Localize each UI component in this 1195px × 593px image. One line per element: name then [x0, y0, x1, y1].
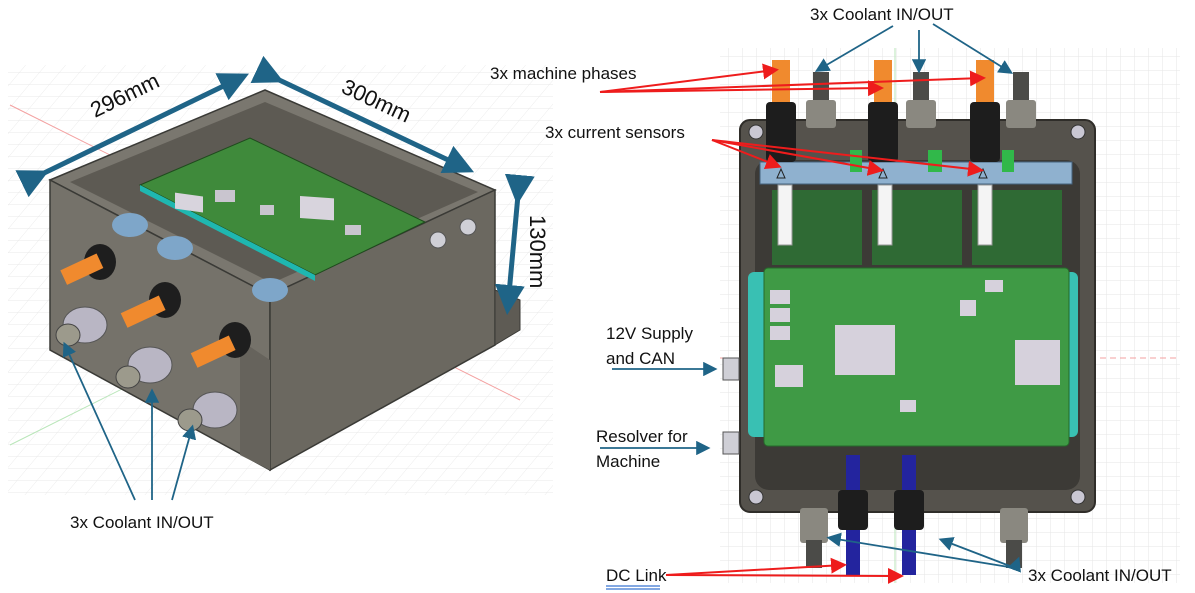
phase-conductor — [60, 253, 104, 285]
depth-dimension-arrow — [250, 55, 475, 173]
pcb-component — [215, 190, 235, 202]
mounting-hole — [748, 489, 764, 505]
phase-conductor — [772, 60, 790, 105]
coolant-nipple — [115, 365, 141, 389]
coolant-label-top: 3x Coolant IN/OUT — [810, 5, 954, 24]
pcb-component — [345, 225, 361, 235]
housing-rib — [240, 340, 270, 470]
pcb-component — [775, 365, 803, 387]
resolver-label-line1: Resolver for — [596, 427, 688, 446]
pcb-component — [175, 192, 203, 213]
sensor-callout-arrow — [711, 139, 884, 176]
resolver-label-line2: Machine — [596, 452, 660, 471]
coolant-label-left: 3x Coolant IN/OUT — [70, 513, 214, 532]
phase-busbar — [877, 184, 893, 246]
coolant-body — [1006, 100, 1036, 128]
width-dimension-arrow — [15, 73, 249, 198]
coolant-nipple — [913, 72, 929, 102]
control-pcb — [748, 267, 1078, 447]
pcb-component — [835, 325, 895, 375]
phase-conductor — [190, 335, 236, 368]
pcb-component — [770, 290, 790, 304]
coolant-callout-arrow — [814, 25, 894, 72]
top-view: 3x Coolant IN/OUT 3x machine phases 3x c… — [490, 5, 1180, 590]
y-axis-line — [9, 379, 141, 446]
coolant-callout-arrow — [1007, 556, 1021, 573]
coolant-fittings-3d — [55, 306, 238, 432]
coolant-body — [800, 508, 828, 543]
coolant-nipple — [806, 540, 822, 568]
pcb-component — [1015, 340, 1060, 385]
current-sensor-3d — [112, 213, 148, 237]
coolant-fittings-top — [806, 72, 1036, 128]
dc-link-label: DC Link — [606, 566, 667, 585]
pcb-component — [260, 205, 274, 215]
dc-link-callout-arrow — [665, 557, 847, 576]
cable-gland — [868, 102, 898, 162]
height-dimension-arrow — [494, 173, 535, 315]
current-sensor-3d — [252, 278, 288, 302]
sensor-callout-arrow — [711, 139, 782, 170]
coolant-callout-arrow — [171, 424, 197, 501]
pcb-component — [900, 400, 916, 412]
coolant-body — [906, 100, 936, 128]
coolant-nipple — [1013, 72, 1029, 102]
cable-gland — [838, 490, 868, 530]
mounting-hole — [748, 124, 764, 140]
mounting-hole — [1070, 489, 1086, 505]
phase-terminals-3d — [60, 244, 251, 368]
side-connector-3d — [459, 218, 477, 236]
phase-conductor — [120, 295, 166, 328]
phase-conductor — [976, 60, 994, 105]
current-sensor-marker — [776, 167, 786, 179]
pcb-connector — [850, 150, 862, 172]
coolant-nipple — [813, 72, 829, 102]
coolant-body — [1000, 508, 1028, 543]
coolant-nipple — [177, 408, 203, 432]
coolant-callout-arrow — [932, 23, 1014, 74]
pcb-component — [770, 326, 790, 340]
phase-busbar — [977, 184, 993, 246]
phase-callout-arrow — [599, 63, 779, 93]
resolver-connector — [722, 431, 740, 455]
machine-phases-label: 3x machine phases — [490, 64, 636, 83]
supply-label-line2: and CAN — [606, 349, 675, 368]
coolant-callout-arrow — [826, 532, 1016, 569]
coolant-body — [806, 100, 836, 128]
current-sensor-3d — [157, 236, 193, 260]
pcb-component — [960, 300, 976, 316]
mounting-hole — [1070, 124, 1086, 140]
side-connector-3d — [429, 231, 447, 249]
pcb-connector — [928, 150, 942, 172]
coolant-callout-arrow — [62, 341, 136, 501]
pcb-component — [300, 195, 334, 221]
pcb-connector — [1002, 150, 1014, 172]
current-sensors-label: 3x current sensors — [545, 123, 685, 142]
phase-callout-arrow — [599, 80, 884, 97]
cable-gland — [894, 490, 924, 530]
dc-link-callout-arrow — [665, 567, 904, 584]
pcb-component — [985, 280, 1003, 292]
coolant-nipple — [55, 323, 81, 347]
height-dimension-label: 130mm — [525, 215, 550, 288]
coolant-callout-arrow — [938, 537, 1016, 569]
supply-label-line1: 12V Supply — [606, 324, 693, 343]
cable-gland — [970, 102, 1000, 162]
coolant-label-bottom: 3x Coolant IN/OUT — [1028, 566, 1172, 585]
pcb-component — [770, 308, 790, 322]
phase-busbar — [777, 184, 793, 246]
phase-callout-arrow — [599, 70, 986, 93]
isometric-view: 296mm 300mm 130mm 3x Coolant IN/OUT — [8, 55, 553, 532]
coolant-nipple — [1006, 540, 1022, 568]
pcb-board — [763, 267, 1070, 447]
current-sensor-bar — [759, 161, 1073, 185]
supply-can-connector — [722, 357, 740, 381]
sensor-callout-arrow — [711, 139, 984, 177]
